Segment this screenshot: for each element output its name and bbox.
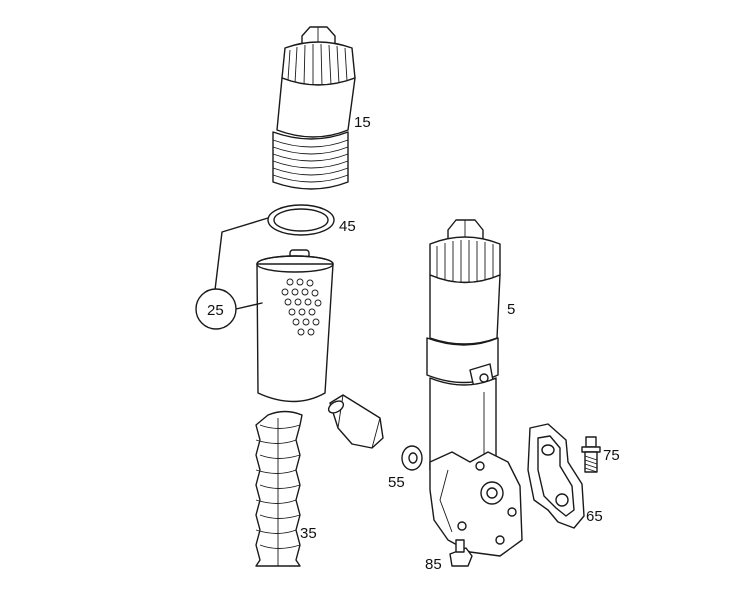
label-55: 55 [388,474,405,491]
label-45: 45 [339,218,356,235]
label-15: 15 [354,114,371,131]
filter-housing-part [426,219,523,557]
bolt-part [449,539,473,567]
callout-bracket-25 [195,217,269,330]
filter-element-part [256,249,334,403]
label-85: 85 [425,556,442,573]
filter-cap-part [272,26,356,190]
small-valve-part [327,394,384,449]
o-ring-part [267,204,335,236]
plug-part [581,436,601,473]
label-65: 65 [586,508,603,525]
label-75: 75 [603,447,620,464]
gasket-part [527,423,585,529]
standpipe-part [255,410,303,567]
label-35: 35 [300,525,317,542]
label-25: 25 [207,302,224,319]
washer-part [401,445,423,471]
label-5: 5 [507,301,515,318]
